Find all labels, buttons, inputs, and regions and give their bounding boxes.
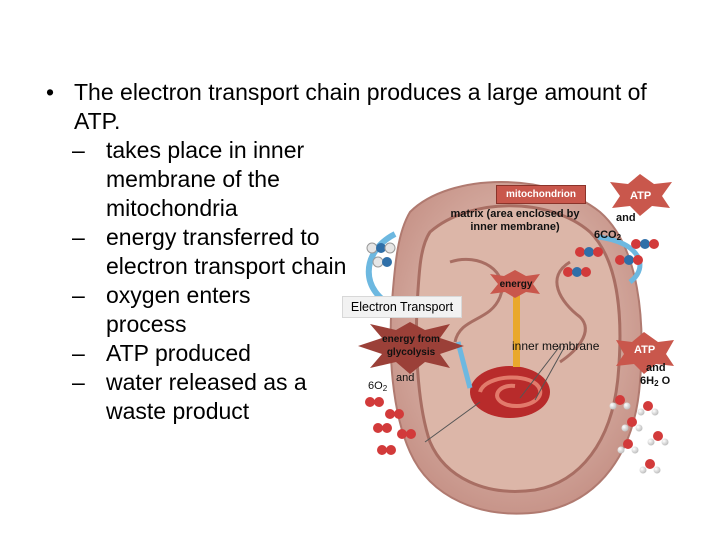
mitochondrion-label: mitochondrion <box>496 185 586 204</box>
subpoint-text: oxygen enters process <box>106 282 251 337</box>
subpoint-2: – energy transferred to electron transpo… <box>44 223 376 281</box>
dash: – <box>72 137 85 163</box>
glycolysis-burst <box>358 322 464 374</box>
dash: – <box>72 224 85 250</box>
slide-text: • The electron transport chain produces … <box>44 78 684 426</box>
atp-label-top: ATP <box>630 190 652 202</box>
glycolysis-arrow <box>455 341 473 389</box>
energy-burst <box>490 270 540 298</box>
h2o-text: 6H <box>640 375 655 387</box>
crista <box>555 260 587 364</box>
o2-label: 6O2 <box>368 380 387 395</box>
pointer-line <box>519 345 561 399</box>
co2-text: 6CO <box>594 229 617 241</box>
o2-subscript: 2 <box>382 384 388 393</box>
atp-burst-right <box>616 332 674 374</box>
water-molecules <box>609 395 669 474</box>
co2-label: 6CO2 <box>594 229 621 244</box>
atp-burst-top <box>610 174 672 216</box>
matrix-label: matrix (area enclosed by inner membrane) <box>450 208 580 233</box>
atp-label-right: ATP <box>634 344 656 356</box>
main-bullet: • The electron transport chain produces … <box>44 78 684 136</box>
pointer-line <box>534 345 566 401</box>
subpoint-4: – ATP produced <box>44 339 336 368</box>
mitochondrion-figure: mitochondrion ATP and 6CO2 matrix (area … <box>340 152 678 530</box>
subpoint-5: – water released as a waste product <box>44 368 336 426</box>
o2-text: 6O <box>368 380 383 392</box>
dash: – <box>72 282 85 308</box>
and-label-top: and <box>616 212 636 224</box>
main-bullet-text: The electron transport chain produces a … <box>74 79 647 134</box>
h2o-label: 6H2 O <box>640 375 670 390</box>
energy-glycolysis-label: energy from glycolysis <box>382 334 440 358</box>
dash: – <box>72 369 85 395</box>
subpoint-text: ATP produced <box>106 340 251 366</box>
and-label-right: and <box>646 362 666 374</box>
dash: – <box>72 340 85 366</box>
inner-membrane-label: inner membrane <box>512 339 600 353</box>
subpoint-3: – oxygen enters process <box>44 281 336 339</box>
energy-channel <box>513 292 520 367</box>
blue-molecules-left <box>366 242 396 268</box>
bullet-dot: • <box>46 79 55 105</box>
electron-transport-title: Electron Transport <box>342 296 462 318</box>
h2o-text-post: O <box>658 375 671 387</box>
co2-subscript: 2 <box>616 233 622 242</box>
oxygen-molecules <box>365 397 416 455</box>
co2-molecules <box>563 239 659 277</box>
mitochondrion-illustration <box>352 152 678 530</box>
subpoint-1: – takes place in inner membrane of the m… <box>44 136 336 223</box>
subpoint-text: water released as a waste product <box>106 369 307 424</box>
h2o-subscript: 2 <box>654 379 659 388</box>
and-label-left: and <box>396 372 415 384</box>
crista <box>449 257 504 343</box>
energy-label: energy <box>499 279 533 290</box>
subpoint-text: takes place in inner membrane of the mit… <box>106 137 305 221</box>
pointer-line <box>424 401 481 443</box>
electron-transport-protein <box>470 366 550 418</box>
subpoint-text: energy transferred to electron transport… <box>106 224 347 279</box>
